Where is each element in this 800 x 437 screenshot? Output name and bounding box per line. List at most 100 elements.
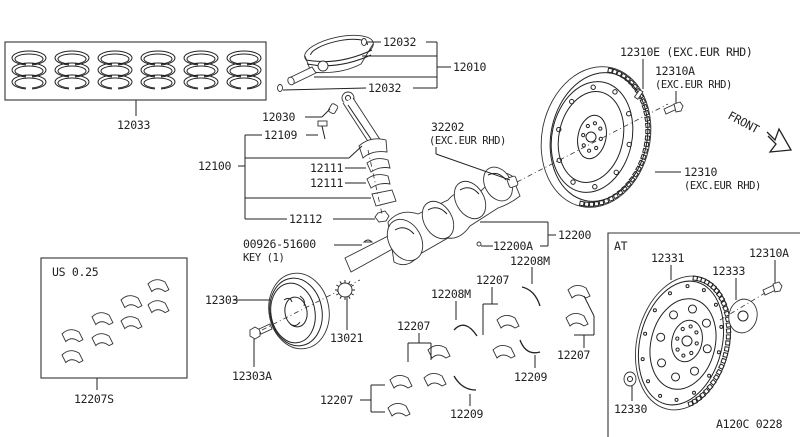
callout-12207-d[interactable]: 12207 <box>320 393 354 407</box>
gear-tooth <box>593 201 600 207</box>
bolt-hole <box>689 350 694 356</box>
bolt-hole <box>652 308 657 313</box>
callout-12310E[interactable]: 12310E (EXC.EUR RHD) <box>620 45 753 59</box>
lightening-hole <box>669 310 679 320</box>
gear-tooth <box>607 67 614 74</box>
callout-12310A[interactable]: 12310A <box>655 64 695 78</box>
gear-tooth <box>628 175 636 183</box>
gear-tooth <box>620 185 628 193</box>
at-box-border <box>607 232 800 437</box>
callout-12200[interactable]: 12200 <box>558 228 592 242</box>
callout-12303A[interactable]: 12303A <box>232 369 272 383</box>
piston-ring-set[interactable]: 12033 <box>4 41 267 132</box>
bearing-shell <box>120 295 143 309</box>
callout-12207-b[interactable]: 12207 <box>397 319 431 333</box>
bolt-hole <box>688 324 693 329</box>
callout-12111-a[interactable]: 12111 <box>310 161 344 175</box>
callout-12032-bottom[interactable]: 12032 <box>368 81 401 95</box>
bolt-hole <box>685 284 690 289</box>
callout-00926-51600[interactable]: 00926-51600 <box>243 237 317 251</box>
callout-13021[interactable]: 13021 <box>330 331 364 345</box>
callout-12331[interactable]: 12331 <box>651 251 685 265</box>
bearing-shell <box>496 315 520 329</box>
callout-12032-top[interactable]: 12032 <box>383 35 416 49</box>
callout-12330[interactable]: 12330 <box>614 402 648 416</box>
callout-12208M-a[interactable]: 12208M <box>510 254 550 268</box>
callout-32202-note: (EXC.EUR RHD) <box>429 135 506 147</box>
piston-assembly[interactable]: 12032 12010 12032 <box>277 30 487 95</box>
bolt-hole <box>585 123 590 129</box>
gear-tooth <box>725 328 732 334</box>
callout-12112[interactable]: 12112 <box>289 212 322 226</box>
bolt-hole <box>592 121 598 126</box>
gear-tooth <box>699 391 707 399</box>
callout-12207-a[interactable]: 12207 <box>476 273 510 287</box>
flywheel-hub <box>577 114 607 160</box>
gear-tooth <box>598 199 605 206</box>
flywheel-manual[interactable]: 12310E (EXC.EUR RHD) 12310A (EXC.EUR RHD… <box>516 45 761 218</box>
callout-12303[interactable]: 12303 <box>205 293 239 307</box>
callout-12209-b[interactable]: 12209 <box>450 407 484 421</box>
bolt-hole <box>643 331 648 336</box>
callout-12109[interactable]: 12109 <box>264 128 298 142</box>
bearing-shell <box>61 350 84 364</box>
main-bearings[interactable]: 12208M 12208M 12207 12207 12207 12207 12… <box>320 254 595 421</box>
automatic-transmission-section[interactable]: AT 12331 12333 12310A 12330 A120C 0228 <box>607 232 800 437</box>
drive-plate-holes <box>640 284 724 402</box>
bolt-hole <box>626 111 632 117</box>
bolt-hole <box>613 169 619 176</box>
dowel-pin <box>633 88 644 100</box>
callout-12111-b[interactable]: 12111 <box>310 176 344 190</box>
sprocket-tooth <box>350 293 354 296</box>
gear-tooth <box>603 197 610 205</box>
callout-12310A-at[interactable]: 12310A <box>749 246 789 260</box>
gear-tooth <box>695 395 703 402</box>
gear-tooth <box>616 189 624 196</box>
callout-12208M-b[interactable]: 12208M <box>431 287 471 301</box>
flywheel-ring-gear <box>578 67 651 207</box>
sprocket-tooth <box>348 295 351 299</box>
bolt-hole <box>658 393 663 398</box>
bolt-head-icon <box>673 101 684 113</box>
lightening-hole <box>689 366 699 376</box>
gear-tooth <box>725 334 731 340</box>
callout-12200A[interactable]: 12200A <box>493 239 533 253</box>
gear-tooth <box>644 116 651 122</box>
callout-12030[interactable]: 12030 <box>262 110 296 124</box>
crank-pulley[interactable]: 12303 12303A 13021 <box>205 268 364 383</box>
gear-tooth <box>723 346 730 352</box>
gear-tooth <box>713 287 721 295</box>
callout-12010[interactable]: 12010 <box>453 60 487 74</box>
callout-12209-a[interactable]: 12209 <box>514 370 548 384</box>
gear-tooth <box>644 135 651 141</box>
gear-tooth <box>583 201 590 207</box>
gear-tooth <box>720 300 728 307</box>
bolt-hole <box>556 126 562 133</box>
callout-12100[interactable]: 12100 <box>198 159 232 173</box>
bearing-shell <box>492 345 516 359</box>
bolt-hole <box>680 326 685 332</box>
bearing-shell <box>61 329 84 343</box>
lightening-hole <box>656 332 666 342</box>
callout-12033[interactable]: 12033 <box>117 118 151 132</box>
callout-32202[interactable]: 32202 <box>431 120 464 134</box>
bolt-hole <box>675 336 680 341</box>
gear-tooth <box>725 340 731 346</box>
gear-tooth <box>702 387 710 395</box>
connecting-rod-assembly[interactable]: 12030 12109 12100 12111 12111 12112 <box>198 91 397 226</box>
gear-tooth <box>715 368 723 376</box>
callout-12333[interactable]: 12333 <box>712 264 746 278</box>
bolt-hole <box>667 291 672 296</box>
gear-tooth <box>718 295 726 303</box>
crankshaft[interactable]: 32202 (EXC.EUR RHD) 12200 12200A 00926-5… <box>243 120 592 273</box>
gear-tooth <box>641 103 649 111</box>
diagram-code: A120C 0228 <box>716 417 783 431</box>
callout-12310A-note: (EXC.EUR RHD) <box>655 79 732 91</box>
bolt-hole <box>569 98 575 105</box>
callout-12207S[interactable]: 12207S <box>74 392 114 406</box>
callout-12310[interactable]: 12310 <box>684 165 718 179</box>
bearing-shell <box>147 300 170 314</box>
undersize-bearing-set[interactable]: US 0.25 12207S <box>40 257 188 406</box>
callout-12207-c[interactable]: 12207 <box>557 348 591 362</box>
bolt-hole <box>598 136 603 141</box>
